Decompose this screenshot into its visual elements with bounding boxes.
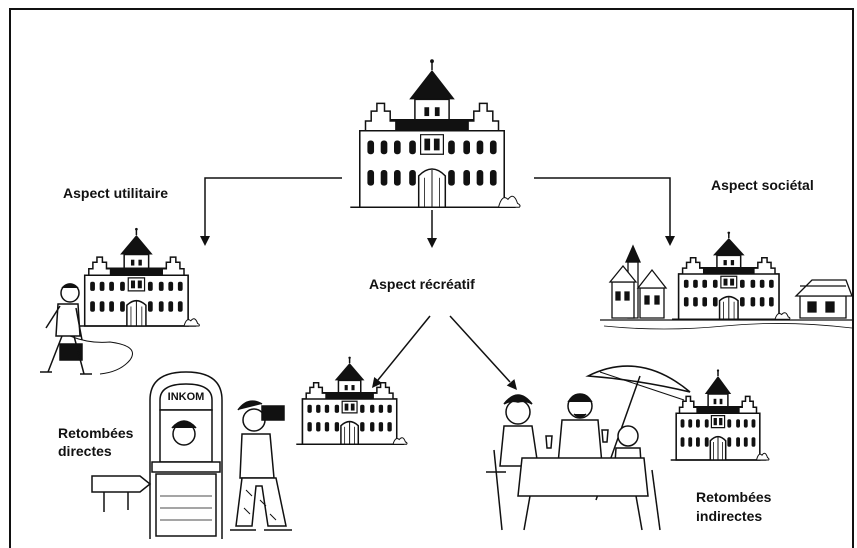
diagram-frame xyxy=(9,8,854,548)
village-icon xyxy=(600,231,854,329)
castle-icon-recreatif xyxy=(295,356,408,445)
cafe-table-icon xyxy=(486,394,660,530)
house-icon xyxy=(796,280,852,318)
kiosk-icon xyxy=(150,372,222,539)
label-retombees-directes-1: Retombées xyxy=(58,425,134,441)
person-with-briefcase-icon xyxy=(40,284,92,374)
label-aspect-utilitaire: Aspect utilitaire xyxy=(63,185,169,201)
castle-icon-cafe xyxy=(670,368,770,461)
label-aspect-societal: Aspect sociétal xyxy=(711,177,814,193)
label-aspect-recreatif: Aspect récréatif xyxy=(369,276,475,292)
label-retombees-indirectes-2: indirectes xyxy=(696,508,763,524)
arrows xyxy=(205,178,670,382)
kiosk-sign-text: INKOM xyxy=(168,391,205,403)
label-retombees-indirectes-1: Retombées xyxy=(696,489,772,505)
tourist-camera-icon xyxy=(230,401,292,530)
signpost-icon xyxy=(92,476,150,512)
castle-icon-utilitaire xyxy=(77,227,200,327)
castle-icon-main xyxy=(349,58,521,208)
path-decoration xyxy=(70,336,133,374)
label-retombees-directes-2: directes xyxy=(58,443,112,459)
